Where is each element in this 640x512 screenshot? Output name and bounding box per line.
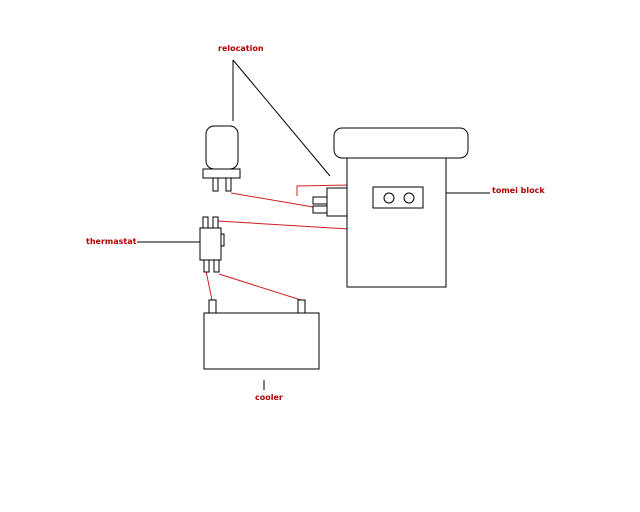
- thermostat-pin-bottom-right: [213, 259, 220, 273]
- relocation-sensor-body: [205, 125, 239, 170]
- relocation-pin-left: [212, 177, 219, 192]
- tomei-port-left-icon: [383, 192, 395, 204]
- wire-thermostat-to-cooler-left: [205, 270, 213, 301]
- tomei-connector-housing: [326, 187, 348, 217]
- leader-lines: [137, 59, 490, 390]
- cooler: [203, 299, 320, 370]
- thermostat-pin-top-left: [202, 216, 209, 229]
- thermastat-label: thermastat: [86, 237, 137, 246]
- thermostat-side-tab: [220, 233, 225, 247]
- tomei-block-label: tomei block: [492, 186, 545, 195]
- cooler-terminal-left: [208, 299, 217, 314]
- cooler-label: cooler: [255, 393, 283, 402]
- thermostat-body: [199, 227, 222, 261]
- thermostat-pin-top-right: [212, 216, 219, 229]
- wire-thermostat-to-cooler-right: [218, 273, 302, 301]
- tomei-block-body: [346, 157, 447, 288]
- thermostat-switch: [199, 216, 225, 273]
- tomei-port-right-icon: [403, 192, 415, 204]
- tomei-block: [312, 127, 469, 288]
- relocation-sensor: [202, 125, 241, 192]
- wire-relocation-to-tomei-upper: [230, 192, 314, 208]
- tomei-connector-pin-lower: [312, 205, 328, 214]
- relocation-pin-right: [225, 177, 232, 192]
- tomei-block-cap: [333, 127, 469, 159]
- relocation-label: relocation: [218, 44, 264, 53]
- thermostat-pin-bottom-left: [203, 259, 210, 273]
- cooler-terminal-right: [297, 299, 306, 314]
- relocation-leader-right: [232, 59, 331, 177]
- tomei-block-port-plate: [372, 186, 424, 209]
- relocation-sensor-base: [202, 168, 241, 179]
- tomei-connector-pin-upper: [312, 196, 328, 205]
- cooler-body: [203, 312, 320, 370]
